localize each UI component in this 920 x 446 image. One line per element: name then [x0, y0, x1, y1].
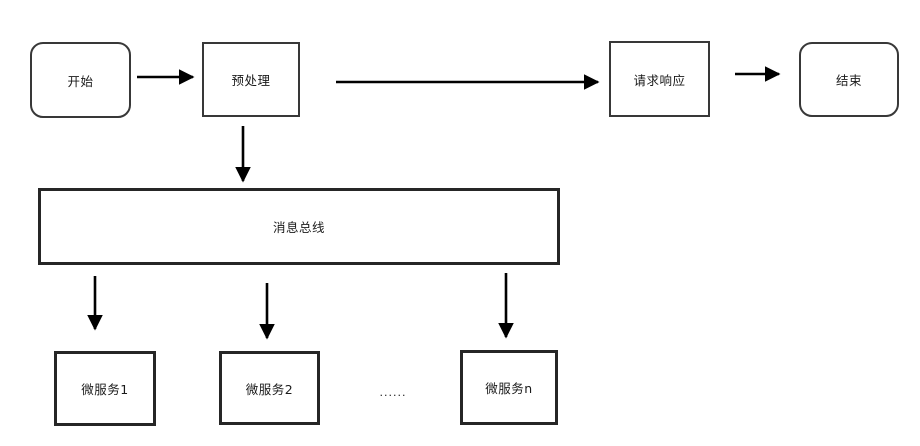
node-microservice-n: 微服务n — [460, 350, 558, 425]
node-preprocess: 预处理 — [202, 42, 300, 117]
node-request-response: 请求响应 — [609, 41, 710, 117]
node-start-label: 开始 — [67, 73, 94, 89]
node-microservice-n-label: 微服务n — [485, 381, 533, 396]
node-microservice-2: 微服务2 — [219, 351, 320, 425]
node-microservice-1: 微服务1 — [54, 351, 156, 426]
node-microservice-1-label: 微服务1 — [81, 382, 129, 397]
node-message-bus-label: 消息总线 — [272, 220, 325, 235]
node-request-response-label: 请求响应 — [633, 72, 686, 88]
node-preprocess-label: 预处理 — [231, 73, 271, 88]
node-end-label: 结束 — [835, 73, 862, 88]
ellipsis-label: ...... — [379, 386, 407, 399]
node-message-bus: 消息总线 — [38, 188, 560, 265]
node-start: 开始 — [30, 42, 131, 118]
node-end: 结束 — [799, 42, 899, 117]
node-microservice-2-label: 微服务2 — [245, 381, 294, 397]
